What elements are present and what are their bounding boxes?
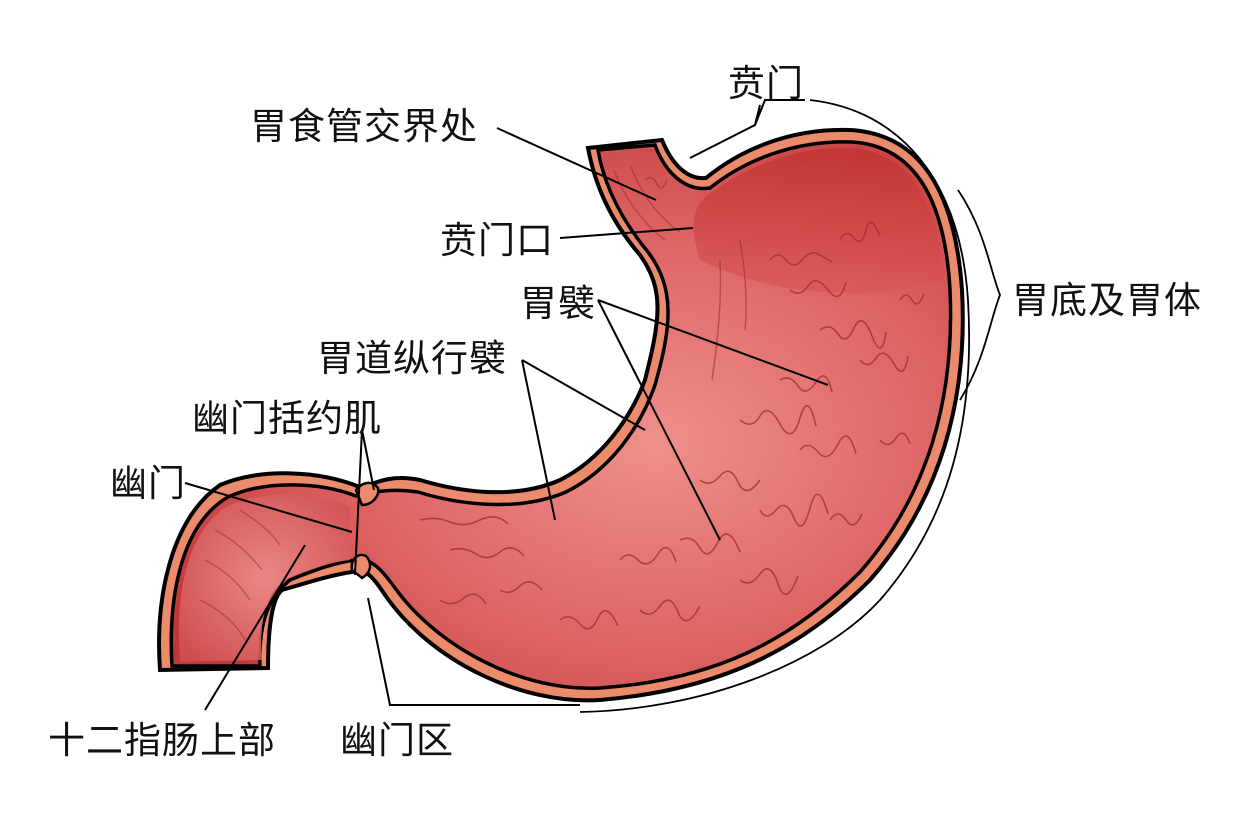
leader-pylorus xyxy=(184,482,353,533)
label-gastroesophageal-junction: 胃食管交界处 xyxy=(250,105,478,148)
label-duodenum-upper: 十二指肠上部 xyxy=(48,719,276,762)
label-pyloric-sphincter: 幽门括约肌 xyxy=(192,397,382,440)
label-cardia: 贲门 xyxy=(728,62,804,105)
leader-sphincter-1 xyxy=(354,429,363,576)
leader-longitudinal-1 xyxy=(521,359,556,521)
label-cardiac-orifice: 贲门口 xyxy=(440,219,554,262)
leader-cardia xyxy=(689,99,805,159)
leader-sphincter-2 xyxy=(361,429,375,491)
label-longitudinal-folds: 胃道纵行襞 xyxy=(317,337,507,380)
rugae-folds xyxy=(419,221,925,630)
leader-pyloric-region xyxy=(367,597,580,706)
leader-lines xyxy=(184,99,829,711)
leader-rugae-2 xyxy=(597,299,721,541)
esophagus-folds xyxy=(613,164,747,381)
leader-longitudinal-2 xyxy=(521,359,646,431)
label-rugae: 胃襞 xyxy=(520,282,596,325)
leader-rugae-1 xyxy=(597,299,829,386)
fundus-shading xyxy=(693,147,944,294)
duodenum-lumen xyxy=(178,494,350,662)
greater-curvature-bracket xyxy=(579,99,971,713)
duodenum-folds xyxy=(199,509,281,641)
leader-duodenum xyxy=(204,544,306,711)
label-pyloric-region: 幽门区 xyxy=(340,719,454,762)
leader-cardiac-orifice xyxy=(559,227,694,239)
leader-ge-junction xyxy=(496,127,657,201)
label-pylorus: 幽门 xyxy=(110,462,186,505)
label-fundus-and-body: 胃底及胃体 xyxy=(1012,279,1202,322)
fundus-body-brace xyxy=(957,189,1001,401)
